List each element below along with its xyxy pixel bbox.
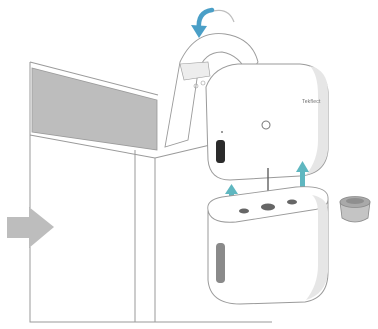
right-arrow-icon bbox=[7, 207, 54, 248]
indicator-light bbox=[221, 131, 223, 133]
lid-window-panel bbox=[32, 68, 157, 150]
dispenser-unit: Tekflect bbox=[206, 64, 328, 180]
port-left bbox=[239, 209, 249, 214]
port-center bbox=[261, 204, 275, 211]
refill-cap bbox=[340, 197, 370, 223]
port-right bbox=[287, 200, 297, 205]
level-window bbox=[216, 243, 225, 283]
brand-label: Tekflect bbox=[302, 99, 321, 105]
lock-window bbox=[216, 140, 225, 163]
reservoir-base bbox=[208, 187, 328, 304]
